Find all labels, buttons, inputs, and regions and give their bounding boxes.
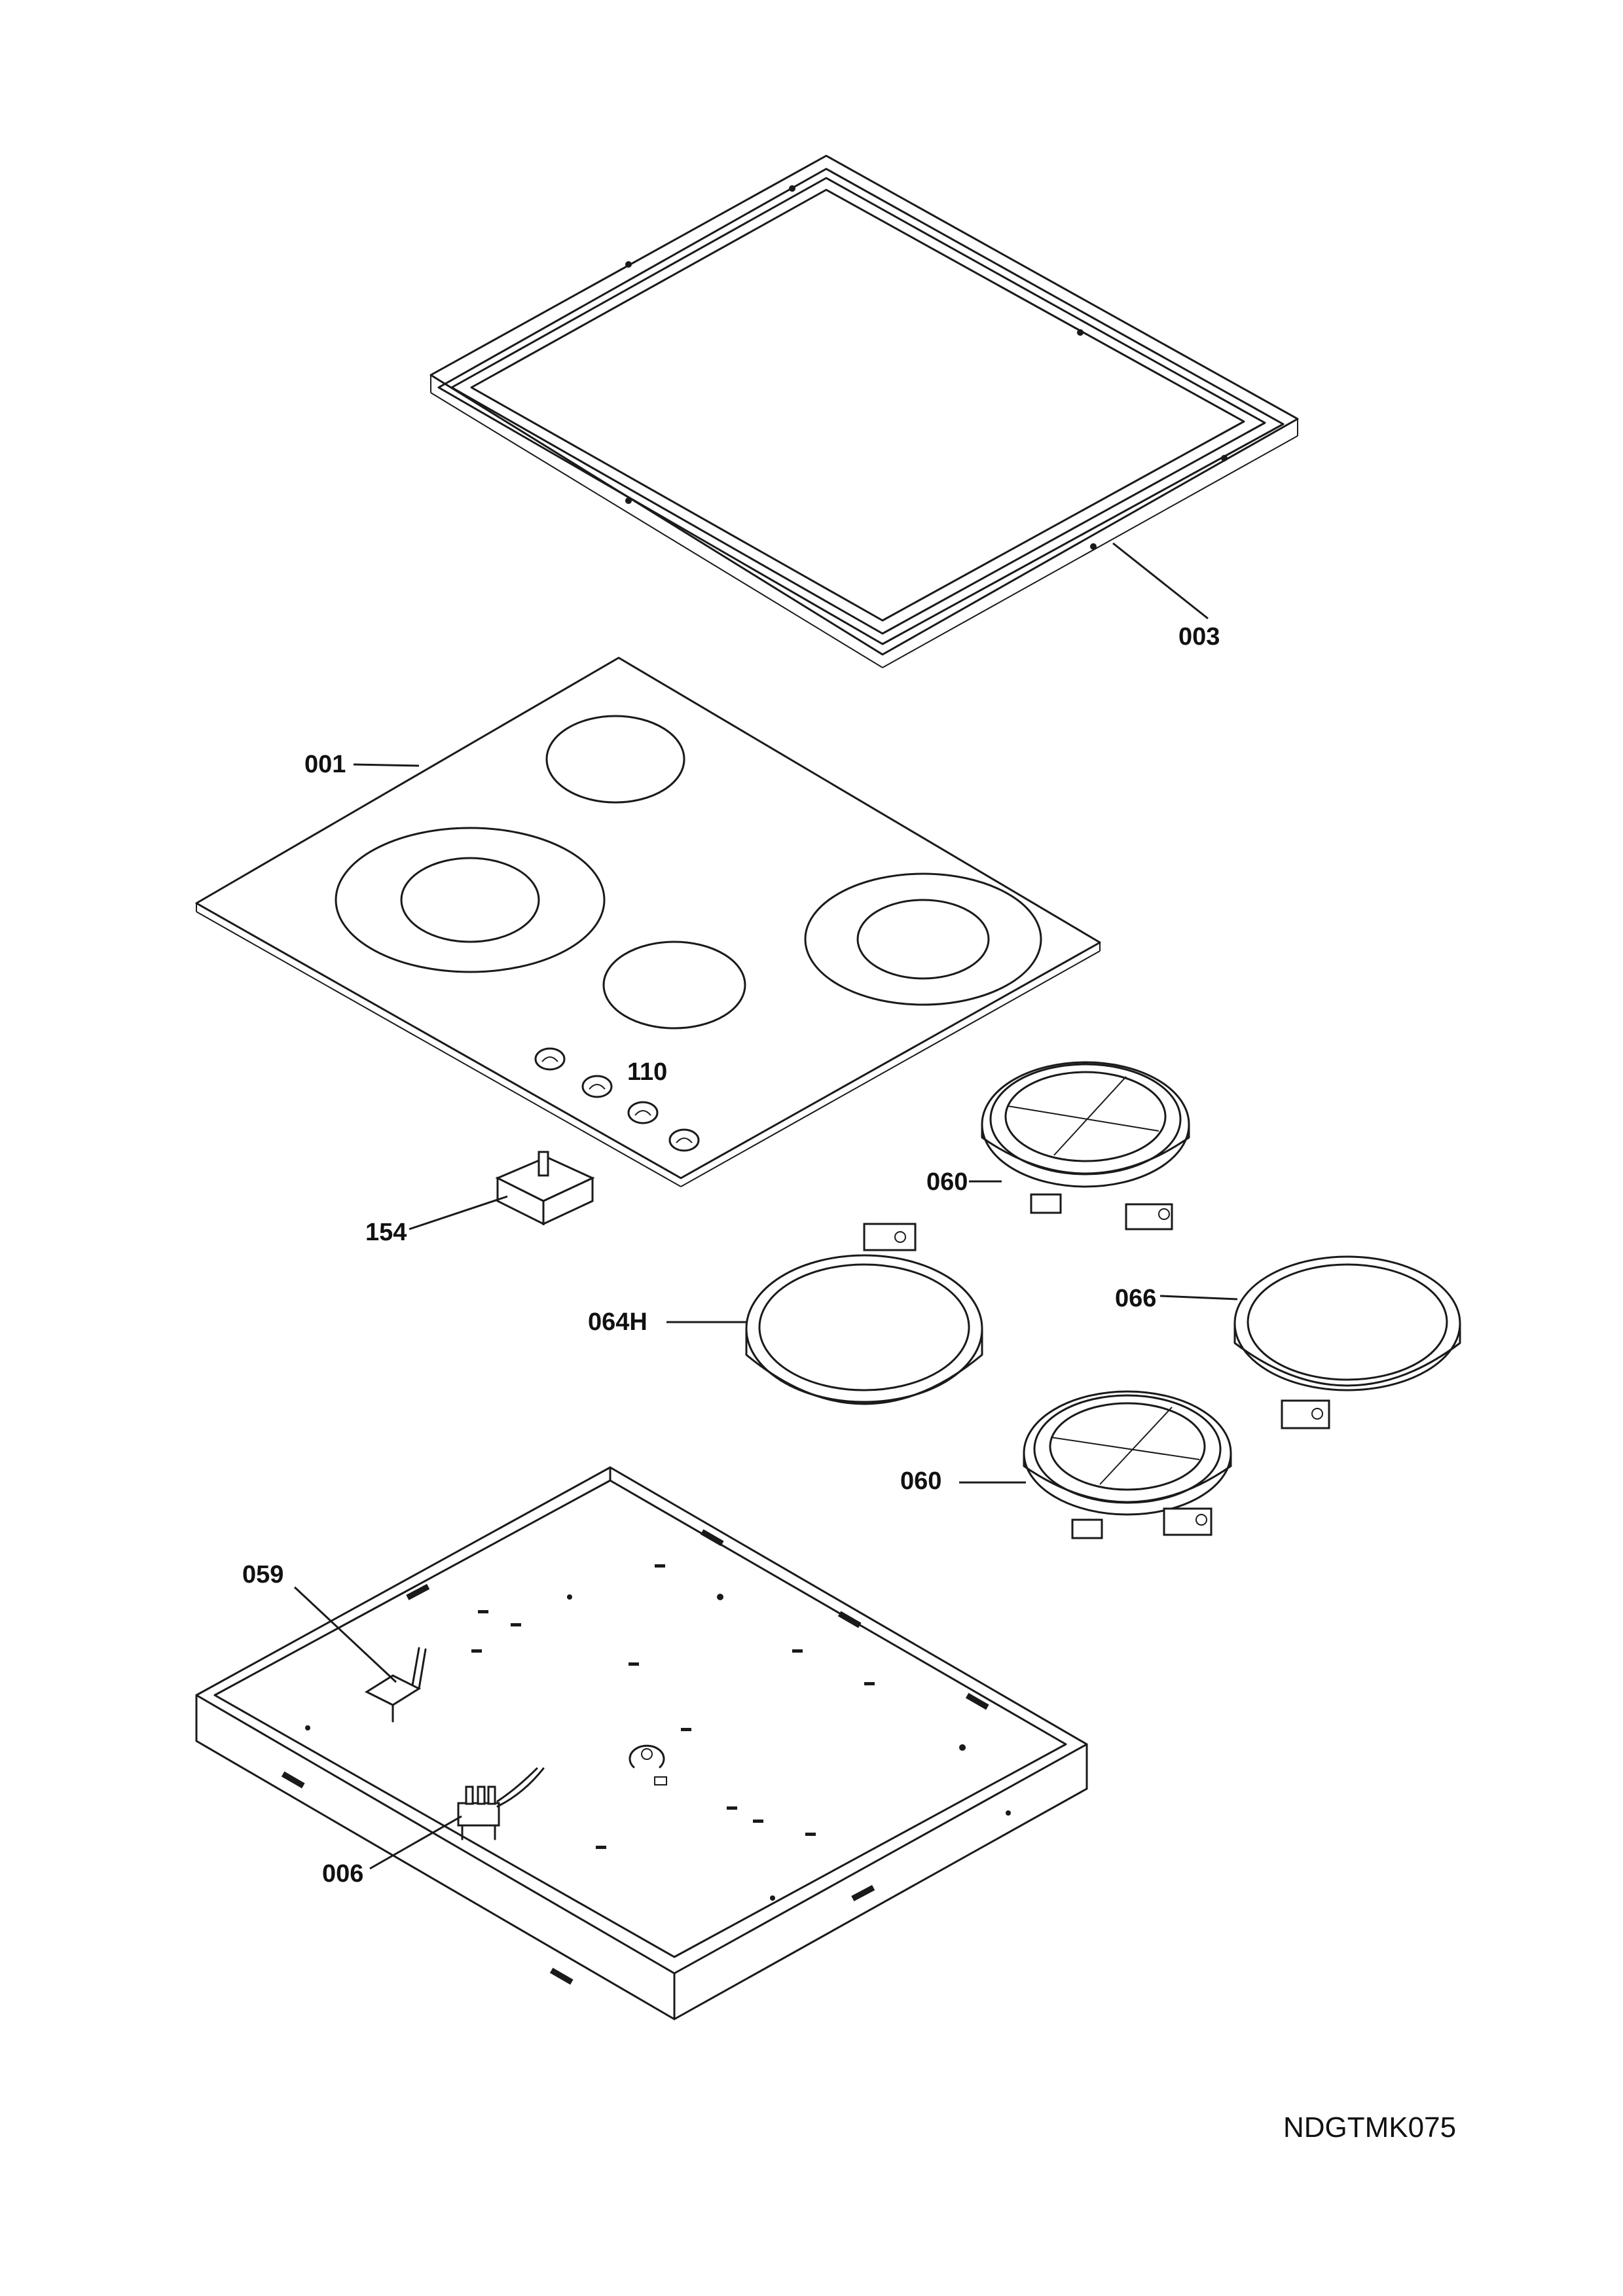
label-001: 001	[304, 751, 346, 778]
bracket-059	[364, 1647, 427, 1723]
label-060-lower: 060	[900, 1467, 941, 1495]
leader-lines	[293, 542, 1238, 1870]
heating-element-064h	[745, 1223, 983, 1405]
base-tray	[195, 1466, 1088, 2020]
label-060-upper: 060	[926, 1168, 968, 1196]
label-003: 003	[1178, 623, 1220, 651]
label-064h: 064H	[588, 1308, 647, 1336]
terminal-block-006	[457, 1767, 545, 1840]
heating-element-060-lower	[1023, 1390, 1232, 1539]
glass-cooktop-001	[195, 656, 1101, 1187]
label-059: 059	[242, 1561, 283, 1588]
label-154: 154	[365, 1219, 407, 1246]
trim-frame-003	[429, 154, 1299, 668]
heating-element-060-upper	[981, 1061, 1190, 1230]
control-knobs	[534, 1047, 700, 1152]
document-code: NDGTMK075	[1283, 2111, 1457, 2144]
heating-element-066	[1233, 1255, 1461, 1429]
label-110: 110	[627, 1058, 667, 1086]
label-066: 066	[1115, 1285, 1156, 1312]
switch-block-154	[495, 1151, 595, 1226]
label-006: 006	[322, 1860, 363, 1888]
